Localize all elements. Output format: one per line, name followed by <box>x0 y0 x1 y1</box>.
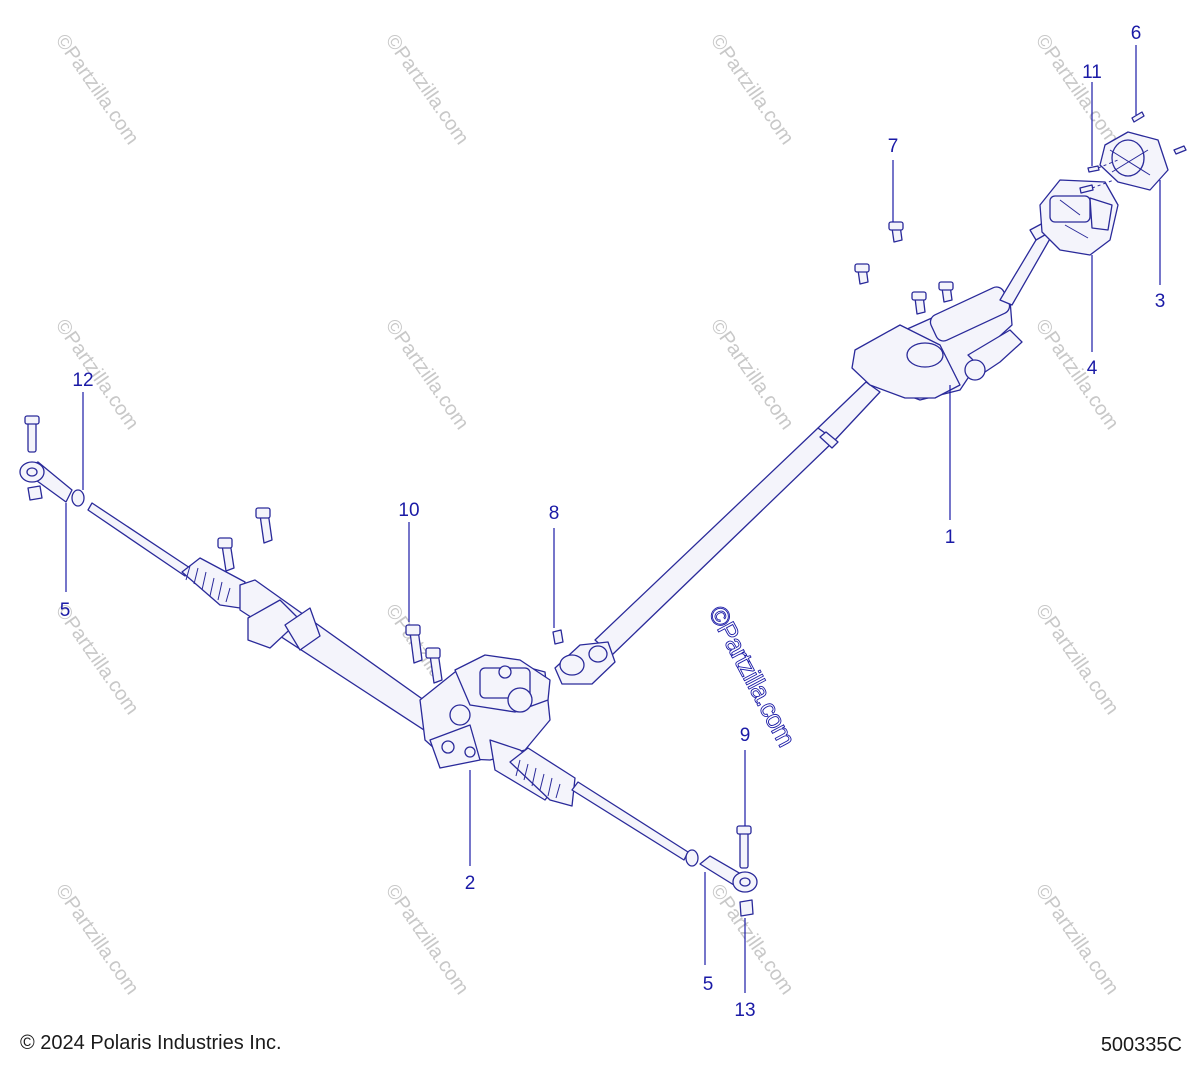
callout-12: 12 <box>72 370 93 391</box>
tie-rod-end-left <box>19 415 85 507</box>
callout-7: 7 <box>888 136 899 157</box>
callout-4: 4 <box>1087 358 1098 379</box>
watermark: ©Partzilla.com <box>1031 880 1123 998</box>
callout-6: 6 <box>1131 23 1142 44</box>
tilt-bracket <box>1039 179 1119 256</box>
watermark: ©Partzilla.com <box>706 30 798 148</box>
callout-5-right: 5 <box>703 974 714 995</box>
screws-upper <box>1079 111 1187 194</box>
callout-3: 3 <box>1155 291 1166 312</box>
callout-13: 13 <box>734 1000 755 1021</box>
watermark: ©Partzilla.com <box>51 880 143 998</box>
tie-rod-end-right <box>685 825 758 917</box>
leader-lines <box>65 45 1161 993</box>
callouts: 1 2 3 4 5 5 6 7 8 9 10 11 12 13 <box>60 23 1166 1021</box>
callout-8: 8 <box>549 503 560 524</box>
watermark: ©Partzilla.com <box>1031 600 1123 718</box>
callout-10: 10 <box>398 500 419 521</box>
watermark: ©Partzilla.com <box>381 30 473 148</box>
watermark: ©Partzilla.com <box>706 315 798 433</box>
watermark: ©Partzilla.com <box>381 880 473 998</box>
callout-1: 1 <box>945 527 956 548</box>
bolts-column <box>854 221 954 315</box>
watermark: ©Partzilla.com <box>1031 30 1123 148</box>
callout-11: 11 <box>1082 62 1102 83</box>
callout-5-left: 5 <box>60 600 71 621</box>
watermark: ©Partzilla.com <box>381 315 473 433</box>
center-watermark: ©Partzilla.com <box>703 601 802 751</box>
steering-shaft <box>554 221 1056 685</box>
diagram-id: 500335C <box>1100 1034 1182 1056</box>
callout-9: 9 <box>740 725 751 746</box>
watermark: ©Partzilla.com <box>1031 315 1123 433</box>
watermark: ©Partzilla.com <box>706 880 798 998</box>
copyright-text: © 2024 Polaris Industries Inc. <box>20 1032 282 1054</box>
watermark-grid: ©Partzilla.com ©Partzilla.com ©Partzilla… <box>51 30 1123 998</box>
watermark: ©Partzilla.com <box>51 30 143 148</box>
rack-and-pinion <box>87 502 689 861</box>
rack-bolts <box>217 507 564 684</box>
callout-2: 2 <box>465 873 476 894</box>
steering-hub <box>1099 131 1169 191</box>
watermark: ©Partzilla.com <box>51 315 143 433</box>
